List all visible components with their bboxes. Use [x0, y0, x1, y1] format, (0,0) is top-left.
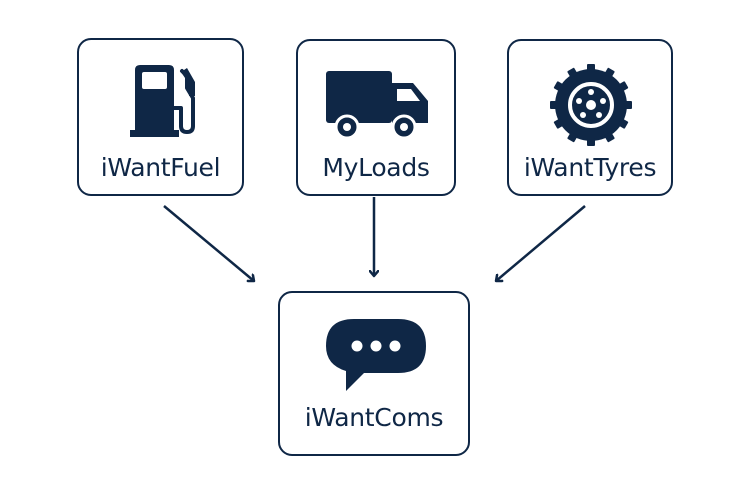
node-label: iWantTyres — [523, 153, 657, 182]
node-iwantcoms: iWantComs — [278, 291, 470, 456]
chat-bubble-icon — [326, 319, 426, 391]
truck-icon — [326, 71, 428, 139]
node-iwanttyres: iWantTyres — [507, 39, 673, 196]
node-label: iWantFuel — [100, 153, 221, 182]
node-label: MyLoads — [322, 153, 430, 182]
node-iwantfuel: iWantFuel — [77, 38, 244, 196]
tyre-icon — [550, 64, 632, 146]
node-label: iWantComs — [304, 403, 444, 432]
node-myloads: MyLoads — [296, 39, 456, 196]
fuel-pump-icon — [130, 65, 195, 137]
arrow-fuel-to-coms — [163, 205, 254, 281]
arrow-tyres-to-coms — [496, 205, 586, 281]
